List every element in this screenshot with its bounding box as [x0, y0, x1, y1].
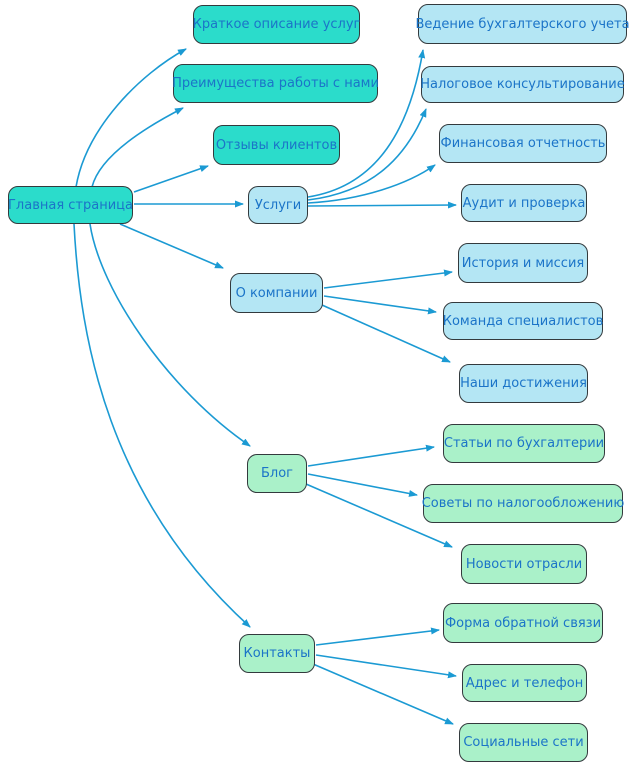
node-audit[interactable]: Аудит и проверка	[461, 184, 587, 222]
edge-services-bookkeeping	[307, 49, 426, 198]
node-feedback-form[interactable]: Форма обратной связи	[443, 603, 603, 643]
edge-services-financial-reporting	[307, 164, 436, 204]
edge-blog-tax-tips	[307, 473, 418, 497]
node-achievements[interactable]: Наши достижения	[459, 364, 588, 403]
node-social-networks[interactable]: Социальные сети	[459, 723, 588, 762]
node-industry-news[interactable]: Новости отрасли	[461, 544, 587, 584]
edge-home-about	[119, 223, 224, 269]
edge-home-testimonials	[133, 165, 209, 193]
edge-about-history-mission	[323, 269, 453, 289]
edge-home-advantages	[91, 107, 184, 188]
node-team[interactable]: Команда специалистов	[443, 302, 603, 340]
edge-home-short-description	[75, 48, 187, 188]
node-contacts[interactable]: Контакты	[239, 634, 315, 673]
node-about[interactable]: О компании	[230, 273, 323, 313]
node-accounting-articles[interactable]: Статьи по бухгалтерии	[443, 424, 605, 463]
edge-about-achievements	[321, 304, 451, 363]
edge-blog-industry-news	[305, 483, 453, 548]
node-services[interactable]: Услуги	[248, 186, 308, 224]
edge-services-audit	[307, 201, 457, 209]
edge-contacts-feedback-form	[315, 627, 440, 646]
node-blog[interactable]: Блог	[247, 454, 307, 493]
edge-home-contacts	[73, 223, 251, 628]
edge-about-team	[323, 295, 437, 315]
node-advantages[interactable]: Преимущества работы с нами	[172, 64, 379, 103]
node-home[interactable]: Главная страница	[8, 186, 133, 224]
edge-services-tax-consulting	[307, 108, 427, 201]
node-bookkeeping[interactable]: Ведение бухгалтерского учета	[415, 4, 630, 44]
node-financial-reporting[interactable]: Финансовая отчетность	[439, 124, 607, 163]
node-short-description[interactable]: Краткое описание услуг	[193, 5, 360, 44]
node-history-mission[interactable]: История и миссия	[458, 243, 588, 283]
node-address-phone[interactable]: Адрес и телефон	[462, 664, 587, 702]
edge-home-blog	[89, 223, 251, 447]
node-tax-tips[interactable]: Советы по налогообложению	[422, 484, 624, 523]
edge-contacts-social-networks	[312, 663, 454, 725]
edge-contacts-address-phone	[315, 654, 457, 679]
node-testimonials[interactable]: Отзывы клиентов	[213, 125, 340, 165]
edge-blog-accounting-articles	[307, 444, 435, 467]
node-tax-consulting[interactable]: Налоговое консультирование	[420, 66, 625, 103]
